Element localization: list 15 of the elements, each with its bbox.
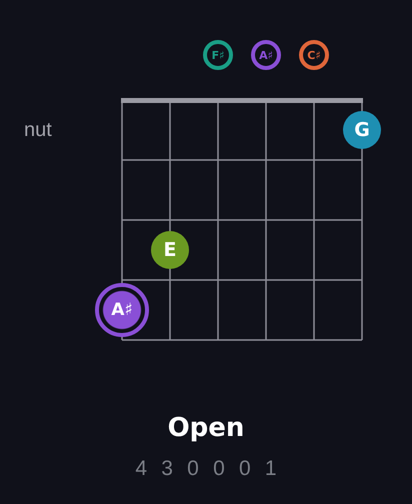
root-note-marker [95,283,149,337]
note-label: G [354,120,370,140]
note-label: C♯ [307,50,321,60]
note-label: E [164,240,176,260]
note-label: A♯ [259,50,273,60]
nut-label: nut [24,120,52,140]
open-string-marker [251,40,281,70]
note-label: F♯ [212,50,224,60]
fret-numbers: 4 3 0 0 0 1 [134,458,281,479]
open-string-marker [299,40,329,70]
note-label: A♯ [111,302,133,318]
note-dot [151,231,189,269]
note-dot [343,111,381,149]
open-string-marker [203,40,233,70]
chord-title: Open [168,415,244,441]
